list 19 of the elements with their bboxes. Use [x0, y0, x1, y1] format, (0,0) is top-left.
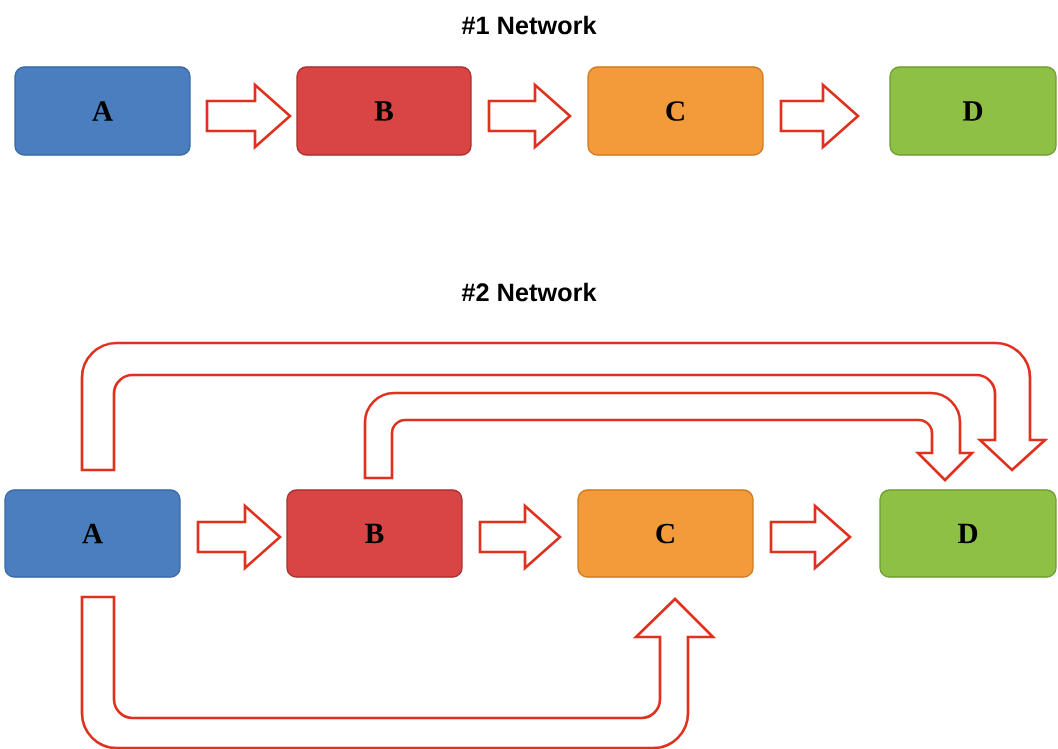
process-box: C: [587, 66, 764, 156]
block-arrow: [363, 391, 974, 482]
block-arrow: [80, 595, 715, 749]
block-arrow: [779, 82, 860, 150]
block-arrow: [205, 82, 293, 150]
process-box: A: [4, 489, 181, 578]
title: #1 Network: [461, 15, 597, 35]
block-arrow: [769, 503, 852, 571]
block-arrow: [478, 503, 563, 571]
block-arrow: [80, 341, 1047, 472]
process-box: A: [14, 66, 191, 156]
process-box: C: [577, 489, 754, 578]
block-arrow: [487, 82, 573, 150]
block-arrow: [196, 503, 283, 571]
process-box: B: [286, 489, 463, 578]
process-box: D: [879, 489, 1057, 578]
title: #2 Network: [461, 282, 597, 302]
process-box: D: [889, 66, 1057, 156]
process-box: B: [296, 66, 472, 156]
